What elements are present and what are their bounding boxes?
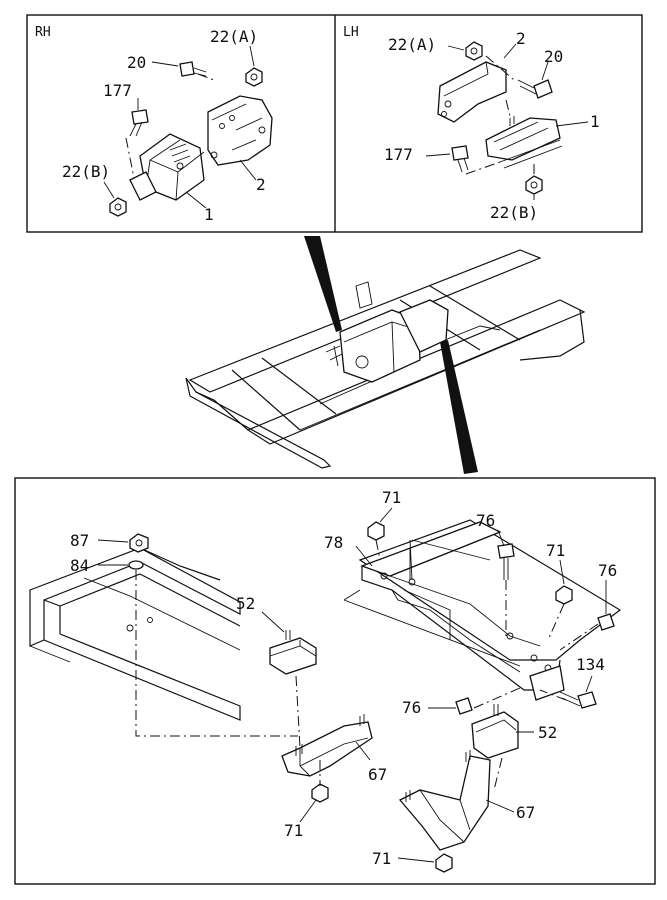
lh-title: LH [343, 25, 359, 40]
rh-label-22b: 22(B) [62, 162, 110, 181]
label-76-lower: 76 [402, 698, 421, 717]
rh-label-22a: 22(A) [210, 27, 258, 46]
bolt-76-upper [497, 543, 515, 559]
label-84: 84 [70, 556, 89, 575]
lh-bolt-20 [533, 79, 553, 99]
lh-label-22a: 22(A) [388, 35, 436, 54]
label-71-bottom: 71 [372, 849, 391, 868]
label-134: 134 [576, 655, 605, 674]
label-78: 78 [324, 533, 343, 552]
rh-bolt-20 [179, 61, 195, 77]
lh-label-2: 2 [516, 29, 526, 48]
label-76-right: 76 [598, 561, 617, 580]
nut-71-bottom [435, 853, 453, 873]
lower-frame [14, 477, 656, 885]
rh-label-2: 2 [256, 175, 266, 194]
bolt-76-right [597, 613, 615, 631]
rh-panel: RH 22(A) 20 177 22(B) [35, 25, 273, 224]
lh-bracket [437, 61, 507, 123]
lh-bolt-177 [451, 145, 469, 161]
bolt-76-lower [455, 697, 473, 715]
nut-71-right [555, 585, 573, 605]
crossmember [358, 519, 622, 661]
washer-84 [128, 560, 144, 570]
engine-block [339, 309, 421, 383]
right-bracket-67 [398, 755, 491, 851]
lh-label-20: 20 [544, 47, 563, 66]
label-67-left: 67 [368, 765, 387, 784]
right-mount-52 [471, 711, 519, 759]
left-bracket-67 [281, 721, 373, 777]
lh-nut-22a [465, 41, 483, 61]
lh-label-22b: 22(B) [490, 203, 538, 222]
callout-wedge-upper [304, 236, 342, 332]
rh-title: RH [35, 25, 51, 40]
lh-panel: LH 22(A) 2 20 1 177 22(B) [343, 25, 600, 222]
rh-label-1: 1 [204, 205, 214, 224]
vehicle-frame-overview [185, 236, 586, 474]
left-mount-52 [269, 637, 317, 675]
label-87: 87 [70, 531, 89, 550]
rh-label-20: 20 [127, 53, 146, 72]
bolt-134 [577, 691, 597, 709]
label-71-right: 71 [546, 541, 565, 560]
nut-71-left [311, 783, 329, 803]
label-52-left: 52 [236, 594, 255, 613]
label-76-upper: 76 [476, 511, 495, 530]
nut-71-upper [367, 521, 385, 541]
rh-label-177: 177 [103, 81, 132, 100]
lh-nut-22b [525, 175, 543, 195]
lh-label-177: 177 [384, 145, 413, 164]
label-71-left: 71 [284, 821, 303, 840]
rh-nut-22a [245, 67, 263, 87]
lower-assembly: 87 84 52 71 78 76 71 76 134 76 52 67 71 … [29, 488, 622, 873]
lh-label-1: 1 [590, 112, 600, 131]
label-67-right: 67 [516, 803, 535, 822]
nut-87 [129, 533, 149, 553]
label-71-upper: 71 [382, 488, 401, 507]
label-52-right: 52 [538, 723, 557, 742]
callout-wedge-lower [440, 340, 478, 474]
rh-nut-22b [109, 197, 127, 217]
rh-bolt-177 [131, 109, 149, 125]
